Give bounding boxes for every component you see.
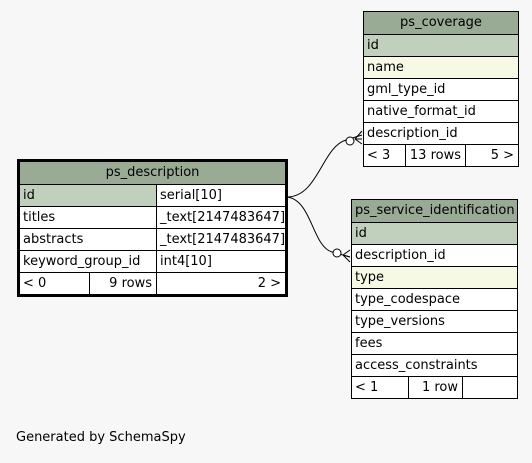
- column-name: keyword_group_id: [23, 254, 141, 269]
- children-count: 5 >: [465, 145, 518, 166]
- table-title[interactable]: ps_description: [20, 162, 285, 184]
- column-row: id: [352, 222, 517, 244]
- column-name: type_versions: [355, 314, 445, 329]
- column-row: id: [364, 34, 518, 56]
- row-count: 1 row: [408, 377, 462, 398]
- relation-ps-service-identification-optional-marker: [332, 248, 342, 258]
- column-row: gml_type_id: [364, 78, 518, 100]
- relation-ps-coverage-crowfoot: [354, 130, 363, 145]
- column-row: native_format_id: [364, 100, 518, 122]
- parents-count: < 1: [355, 380, 379, 395]
- column-name: native_format_id: [367, 104, 476, 119]
- children-count: 2 >: [156, 273, 285, 294]
- column-name: titles: [23, 210, 56, 225]
- table-footer: < 1 1 row: [352, 376, 517, 398]
- row-count: 13 rows: [405, 145, 465, 166]
- table-ps-description[interactable]: ps_description id serial[10] titles _tex…: [17, 159, 288, 297]
- parents-count: < 0: [23, 276, 47, 291]
- column-row: name: [364, 56, 518, 78]
- relation-ps-description-to-ps-service-identification: [286, 196, 351, 258]
- column-name: id: [23, 188, 35, 203]
- column-row: description_id: [352, 244, 517, 266]
- table-title[interactable]: ps_coverage: [364, 12, 518, 34]
- column-row: description_id: [364, 122, 518, 144]
- column-type: int4[10]: [156, 251, 285, 272]
- parents-count: < 3: [367, 148, 391, 163]
- relation-ps-coverage-optional-marker: [345, 136, 355, 146]
- column-name: id: [367, 38, 379, 53]
- table-title[interactable]: ps_service_identification: [352, 200, 517, 222]
- column-name: fees: [355, 336, 383, 351]
- table-footer: < 0 9 rows 2 >: [20, 272, 285, 294]
- column-row: keyword_group_id int4[10]: [20, 250, 285, 272]
- column-name: description_id: [355, 248, 446, 263]
- table-footer: < 3 13 rows 5 >: [364, 144, 518, 166]
- column-name: type_codespace: [355, 292, 461, 307]
- column-row: fees: [352, 332, 517, 354]
- row-count: 9 rows: [89, 273, 156, 294]
- column-type: _text[2147483647]: [156, 229, 285, 250]
- column-name: name: [367, 60, 404, 75]
- column-name: gml_type_id: [367, 82, 446, 97]
- column-row: abstracts _text[2147483647]: [20, 228, 285, 250]
- relation-ps-service-identification-crowfoot: [342, 249, 351, 263]
- column-row: type: [352, 266, 517, 288]
- column-row: type_codespace: [352, 288, 517, 310]
- column-row: access_constraints: [352, 354, 517, 376]
- column-type: _text[2147483647]: [156, 207, 285, 228]
- relation-ps-description-to-ps-coverage: [286, 134, 363, 198]
- column-row: id serial[10]: [20, 184, 285, 206]
- children-count: [462, 377, 517, 398]
- generated-by-label: Generated by SchemaSpy: [16, 430, 186, 445]
- table-ps-service-identification[interactable]: ps_service_identification id description…: [351, 199, 518, 399]
- column-name: access_constraints: [355, 358, 478, 373]
- column-name: type: [355, 270, 385, 285]
- column-row: titles _text[2147483647]: [20, 206, 285, 228]
- column-name: id: [355, 226, 367, 241]
- column-name: abstracts: [23, 232, 84, 247]
- column-row: type_versions: [352, 310, 517, 332]
- column-type: serial[10]: [156, 185, 285, 206]
- table-ps-coverage[interactable]: ps_coverage id name gml_type_id native_f…: [363, 11, 519, 167]
- column-name: description_id: [367, 126, 458, 141]
